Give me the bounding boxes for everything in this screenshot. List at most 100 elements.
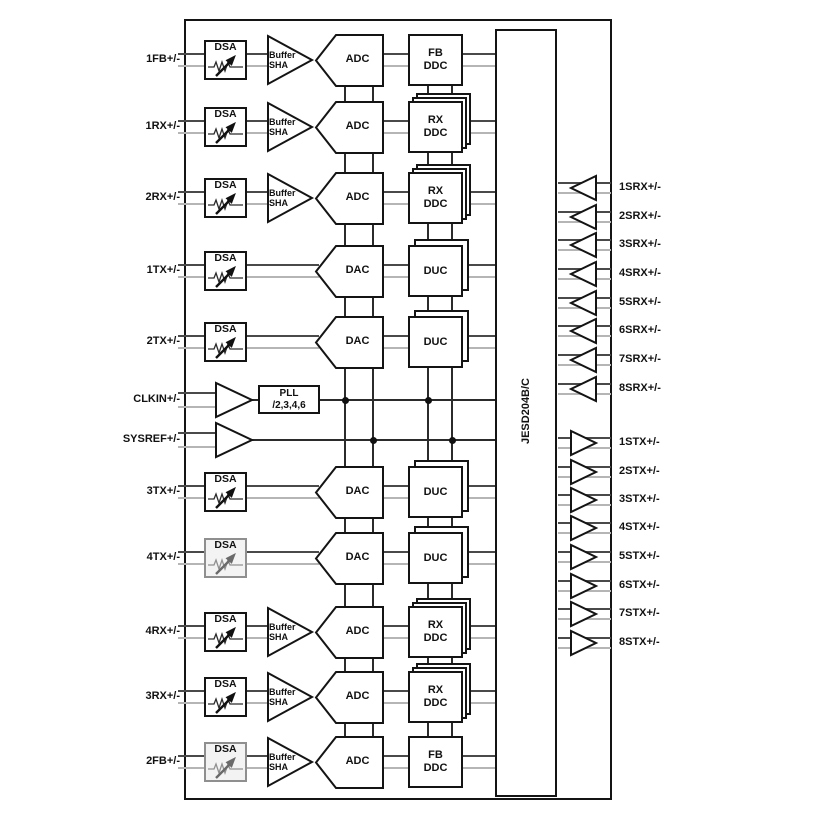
adc-block	[314, 735, 384, 789]
pin-label: 3TX+/-	[146, 485, 180, 497]
pin-label: 2TX+/-	[146, 335, 180, 347]
pin-label: 2FB+/-	[146, 755, 180, 767]
dsa-block	[204, 107, 247, 147]
dsa-buffer-line	[247, 625, 268, 627]
buffer-sha-amp	[267, 736, 315, 788]
dsa-buffer-line	[247, 191, 268, 193]
pin-label: 1SRX+/-	[619, 181, 661, 193]
duc-block-label-line: DUC	[423, 264, 448, 277]
dsa-attenuator-icon	[208, 552, 243, 575]
converter-dsp-line	[383, 485, 410, 487]
buffer-sha-amp	[267, 172, 315, 224]
dsa-dac-line	[247, 335, 319, 337]
dsa-block	[204, 251, 247, 291]
dsa-dac-line	[247, 563, 319, 565]
dsp-jesd-line	[462, 191, 497, 193]
dsp-jesd-line	[462, 53, 497, 55]
dsp-jesd-line	[462, 264, 497, 266]
converter-dsp-line	[383, 65, 410, 67]
serdes-rx-triangle-icon	[568, 375, 597, 403]
pin-line-n	[178, 203, 206, 205]
pin-label: 5SRX+/-	[619, 296, 661, 308]
pin-line-p	[178, 392, 217, 394]
buffer-label-line1: Buffer	[269, 622, 296, 632]
serdes-tx-triangle-icon	[570, 486, 599, 514]
buffer-label-line2: SHA	[269, 762, 289, 772]
buffer-sha-amp	[267, 671, 315, 723]
buffer-label-line1: Buffer	[269, 50, 296, 60]
pin-label: 1TX+/-	[146, 264, 180, 276]
dsp-jesd-line	[462, 637, 497, 639]
fb-ddc-block-label-line: DDC	[423, 762, 448, 774]
adc-block-label: ADC	[345, 53, 370, 65]
buffer-label-line1: Buffer	[269, 752, 296, 762]
dsp-jesd-line	[462, 497, 497, 499]
dsa-block	[204, 742, 247, 782]
dsp-jesd-line	[462, 625, 497, 627]
duc-block-label: DUC	[408, 486, 463, 499]
dsa-block-label: DSA	[214, 743, 237, 755]
buffer-sha-amp	[267, 606, 315, 658]
adc-block-label: ADC	[345, 755, 370, 767]
pin-label: 1STX+/-	[619, 436, 660, 448]
converter-dsp-line	[383, 276, 410, 278]
serdes-rx-triangle-icon	[568, 231, 597, 259]
converter-dsp-line	[383, 767, 410, 769]
dac-block	[314, 315, 384, 369]
converter-dsp-line	[383, 497, 410, 499]
adc-block-label: ADC	[345, 191, 370, 203]
converter-dsp-line	[383, 120, 410, 122]
fb-ddc-block	[408, 34, 463, 86]
clock-distribution-line	[372, 60, 374, 762]
serdes-tx-triangle-icon	[570, 629, 599, 657]
dsp-jesd-line	[462, 551, 497, 553]
buffer-sha-amp	[267, 34, 315, 86]
dsa-block-label: DSA	[214, 108, 237, 120]
dsa-buffer-line	[247, 53, 268, 55]
sysref-buffer-amp	[215, 421, 255, 459]
dsp-jesd-line	[462, 132, 497, 134]
serdes-rx-triangle-icon	[568, 174, 597, 202]
pin-line-n	[178, 406, 217, 408]
clkin-buffer-amp	[215, 381, 255, 419]
dsp-jesd-line	[462, 563, 497, 565]
clock-distribution-line	[451, 60, 453, 762]
adc-block	[314, 605, 384, 659]
buffer-label-line2: SHA	[269, 198, 289, 208]
dac-block	[314, 465, 384, 519]
junction-dot	[448, 436, 456, 444]
rx-ddc-block-label-line: RX	[427, 185, 444, 197]
dsp-jesd-line	[462, 203, 497, 205]
dac-block-label: DAC	[345, 335, 370, 347]
rx-ddc-block-label-line: DDC	[423, 697, 448, 709]
pin-line-n	[178, 637, 206, 639]
serdes-rx-triangle-icon	[568, 289, 597, 317]
pin-line-p	[178, 485, 206, 487]
pin-line-p	[178, 120, 206, 122]
clock-distribution-line	[427, 60, 429, 762]
pin-label: 4SRX+/-	[619, 267, 661, 279]
converter-dsp-line	[383, 563, 410, 565]
pin-label: 4TX+/-	[146, 551, 180, 563]
duc-block	[408, 316, 463, 368]
pin-label: 4RX+/-	[145, 625, 180, 637]
dsa-block	[204, 677, 247, 717]
dsa-block	[204, 178, 247, 218]
serdes-tx-triangle-icon	[570, 543, 599, 571]
fb-ddc-block	[408, 736, 463, 788]
pin-label: 3STX+/-	[619, 493, 660, 505]
dsa-block-label: DSA	[214, 252, 237, 264]
clkin-pll-line	[251, 399, 260, 401]
adc-block-label: ADC	[345, 120, 370, 132]
dsa-buffer-line	[247, 65, 268, 67]
pin-label: 6STX+/-	[619, 579, 660, 591]
dsp-jesd-line	[462, 65, 497, 67]
converter-dsp-line	[383, 690, 410, 692]
junction-dot	[424, 396, 432, 404]
converter-dsp-line	[383, 702, 410, 704]
dsa-buffer-line	[247, 767, 268, 769]
